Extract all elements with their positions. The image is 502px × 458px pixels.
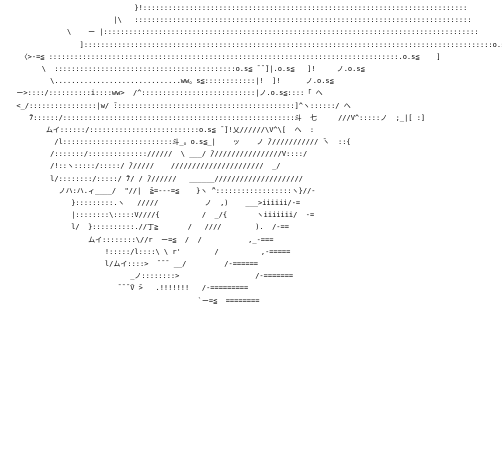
ascii-art-line: }!::::::::::::::::::::::::::::::::::::::…: [8, 4, 468, 12]
ascii-art-line: !:::::/l::::\ \ r' / ,-=====: [8, 247, 291, 256]
ascii-art-line: ノハ:ハ.ィ____/ "//| ̄≧=---=≦ }ヽ ̄^:::::::::…: [8, 186, 316, 195]
ascii-art-line: ]:::::::::::::::::::::::::::::::::::::::…: [8, 40, 502, 49]
ascii-art-line: /!::ヽ:::::/:::::/ ̄////// //////////////…: [8, 162, 281, 171]
ascii-art-line: /:::::::/::::::::::::::////// \ ___/ ̄//…: [8, 150, 308, 159]
ascii-art-line: l/ }::::::::::.//丁≧ / //// ). /-==: [8, 223, 289, 232]
ascii-art-line: |\ :::::::::::::::::::::::::::::::::::::…: [8, 16, 472, 25]
ascii-art-line: ̄ ̄ ̄ ̄V ̄> .!!!!!!! /-=========: [8, 284, 249, 293]
ascii-art-line: ムイ::::::/::::::::::::::::::::::::::o.s≦ …: [8, 125, 315, 134]
ascii-art-line: \ ー |:::::::::::::::::::::::::::::::::::…: [8, 28, 479, 37]
ascii-art-line: ムイ::::::::\//r ー=≦ / / ,_-===: [8, 235, 274, 244]
ascii-art-line: \ ::::::::::::::::::::::::::::::::::::::…: [8, 64, 365, 73]
ascii-art-line: \..............................ww。s≦::::…: [8, 77, 334, 86]
ascii-art-line: <_/::::::::::::::::|w/ ̄::::::::::::::::…: [8, 101, 351, 110]
ascii-art-line: ̄7::::::/:::::::::::::::::::::::::::::::…: [8, 113, 426, 122]
ascii-art-line: `ー=≦ ========: [8, 296, 260, 305]
ascii-art-line: _ノ::::::::> /-=======: [8, 272, 294, 281]
ascii-art-line: 〈>-=≦ ::::::::::::::::::::::::::::::::::…: [8, 52, 441, 61]
ascii-art-line: ー>::::/::::::::::i::::ww> /^::::::::::::…: [8, 89, 323, 98]
ascii-art-line: /l::::::::::::::::::::::::::斗_。o.s≦_| ッ …: [8, 138, 351, 147]
ascii-art-line: }:::::::::.ヽ ///// ノ ,) ___>iiiiii/-=: [8, 199, 301, 207]
ascii-art-figure: }!::::::::::::::::::::::::::::::::::::::…: [8, 2, 502, 307]
ascii-art-line: |::::::::\:::::V////{ / _/{ ヽiiiiiii/ -=: [8, 211, 315, 220]
ascii-art-line: l/::::::::/:::::/ ̄7/ / ̄/////// ______/…: [8, 174, 304, 183]
ascii-art-line: l/ムイ::::> ̄ ̄ ̄ __/ /-======: [8, 259, 259, 268]
